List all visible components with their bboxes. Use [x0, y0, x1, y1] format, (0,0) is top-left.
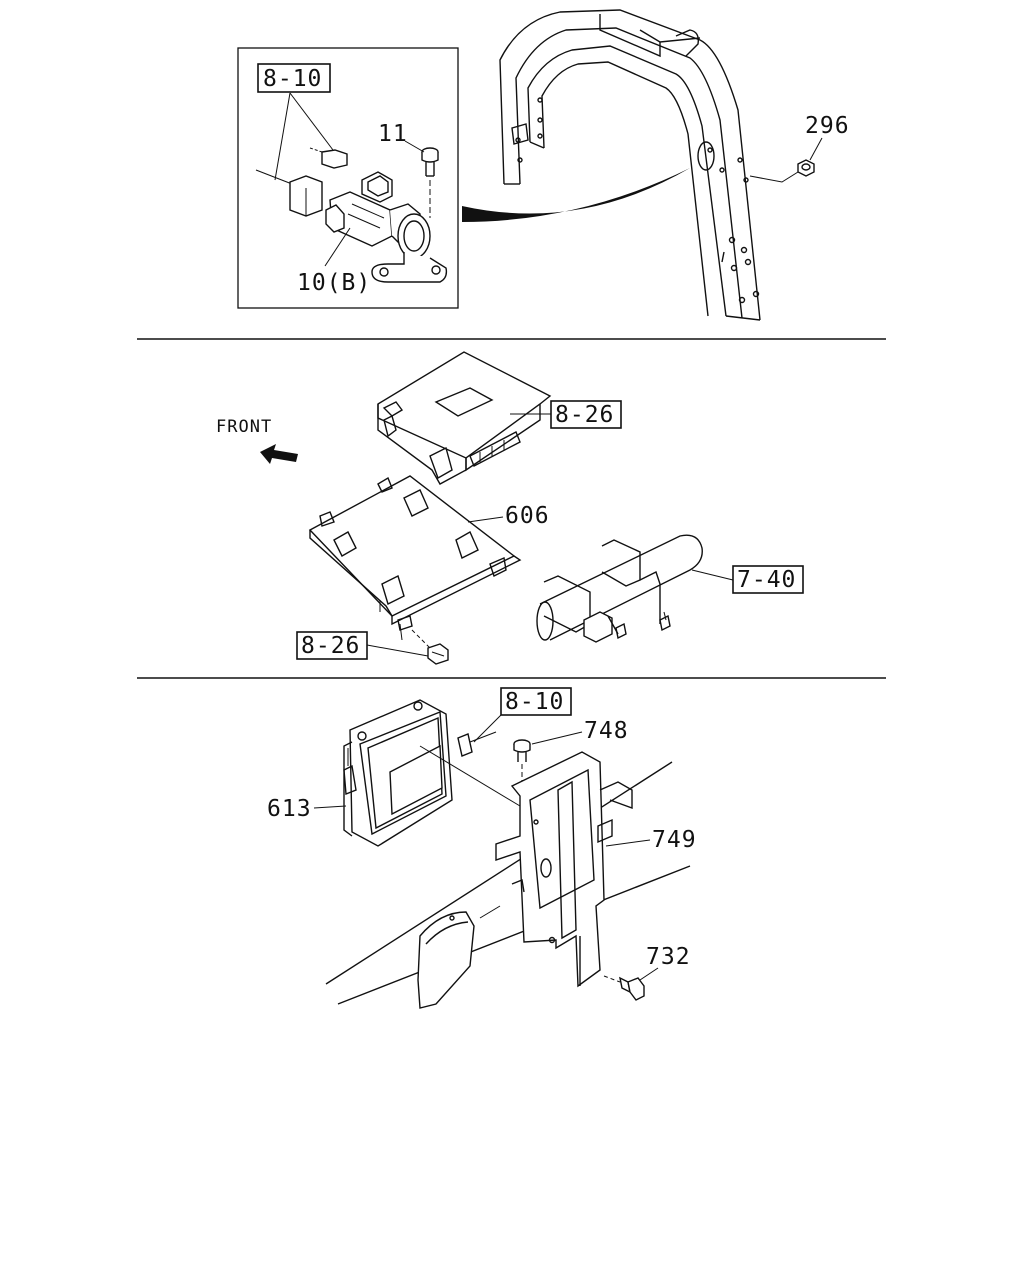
ref-8-10-top-label: 8-10: [263, 66, 322, 92]
ref-box-8-10-bottom[interactable]: 8-10: [500, 687, 572, 716]
splash-guard: [417, 905, 501, 1009]
nut-296: [749, 159, 815, 183]
callout-296[interactable]: 296: [805, 113, 850, 139]
ref-8-26-bottom-label: 8-26: [301, 633, 360, 659]
chassis-rail-bottom: [325, 761, 691, 1005]
callout-613[interactable]: 613: [267, 796, 312, 822]
callout-606[interactable]: 606: [505, 503, 550, 529]
front-arrow-icon: [260, 444, 298, 464]
ref-box-8-26-bottom[interactable]: 8-26: [296, 631, 368, 660]
leader-606: [467, 516, 504, 523]
wire-connector-small: [309, 147, 348, 169]
leader-8-10-top: [274, 92, 334, 181]
leader-10b: [324, 227, 351, 267]
bracket-606: [308, 475, 522, 626]
ref-box-7-40[interactable]: 7-40: [732, 565, 804, 594]
section-middle: FRONT 8-26: [216, 351, 804, 665]
callout-11[interactable]: 11: [378, 121, 408, 147]
leader-749: [605, 839, 651, 847]
ref-box-8-10-top[interactable]: 8-10: [257, 63, 331, 93]
ref-8-10-bottom-label: 8-10: [505, 689, 564, 715]
callout-749[interactable]: 749: [652, 827, 697, 853]
leader-7-40: [691, 569, 734, 581]
leader-8-10-bottom: [473, 714, 502, 743]
location-indicator-swoosh: [462, 168, 690, 222]
harness-connector: [457, 731, 497, 757]
sensor-10b: [325, 171, 448, 283]
bolt-11: [421, 147, 439, 218]
bolt-bracket-mount: [397, 615, 449, 665]
ref-box-8-26-top[interactable]: 8-26: [550, 400, 622, 429]
callout-748[interactable]: 748: [584, 718, 629, 744]
bracket-749: [495, 751, 633, 988]
front-label: FRONT: [216, 417, 272, 437]
callout-732[interactable]: 732: [646, 944, 691, 970]
chassis-frame-top: [499, 9, 761, 321]
wire-connector-large: [255, 169, 323, 217]
leader-732: [639, 967, 659, 981]
leader-11: [404, 140, 425, 153]
section-bottom: 613 8-10 748: [267, 687, 697, 1009]
section-top: 8-10 11: [237, 9, 850, 321]
ecu-613: [343, 699, 453, 847]
detail-inset-frame: [237, 47, 459, 309]
leader-8-26-bottom: [366, 644, 429, 657]
leader-296: [809, 137, 823, 161]
bolt-748: [513, 739, 531, 782]
bolt-732: [603, 975, 645, 1001]
ref-7-40-label: 7-40: [737, 567, 796, 593]
callout-10b[interactable]: 10(B): [297, 270, 371, 296]
ref-8-26-top-label: 8-26: [555, 402, 614, 428]
control-unit-ecu-middle: [377, 351, 552, 485]
leader-748: [531, 731, 583, 745]
leader-613: [313, 805, 347, 809]
crossmember-7-40: [536, 534, 703, 643]
ecu-bracket-link: [419, 745, 521, 807]
